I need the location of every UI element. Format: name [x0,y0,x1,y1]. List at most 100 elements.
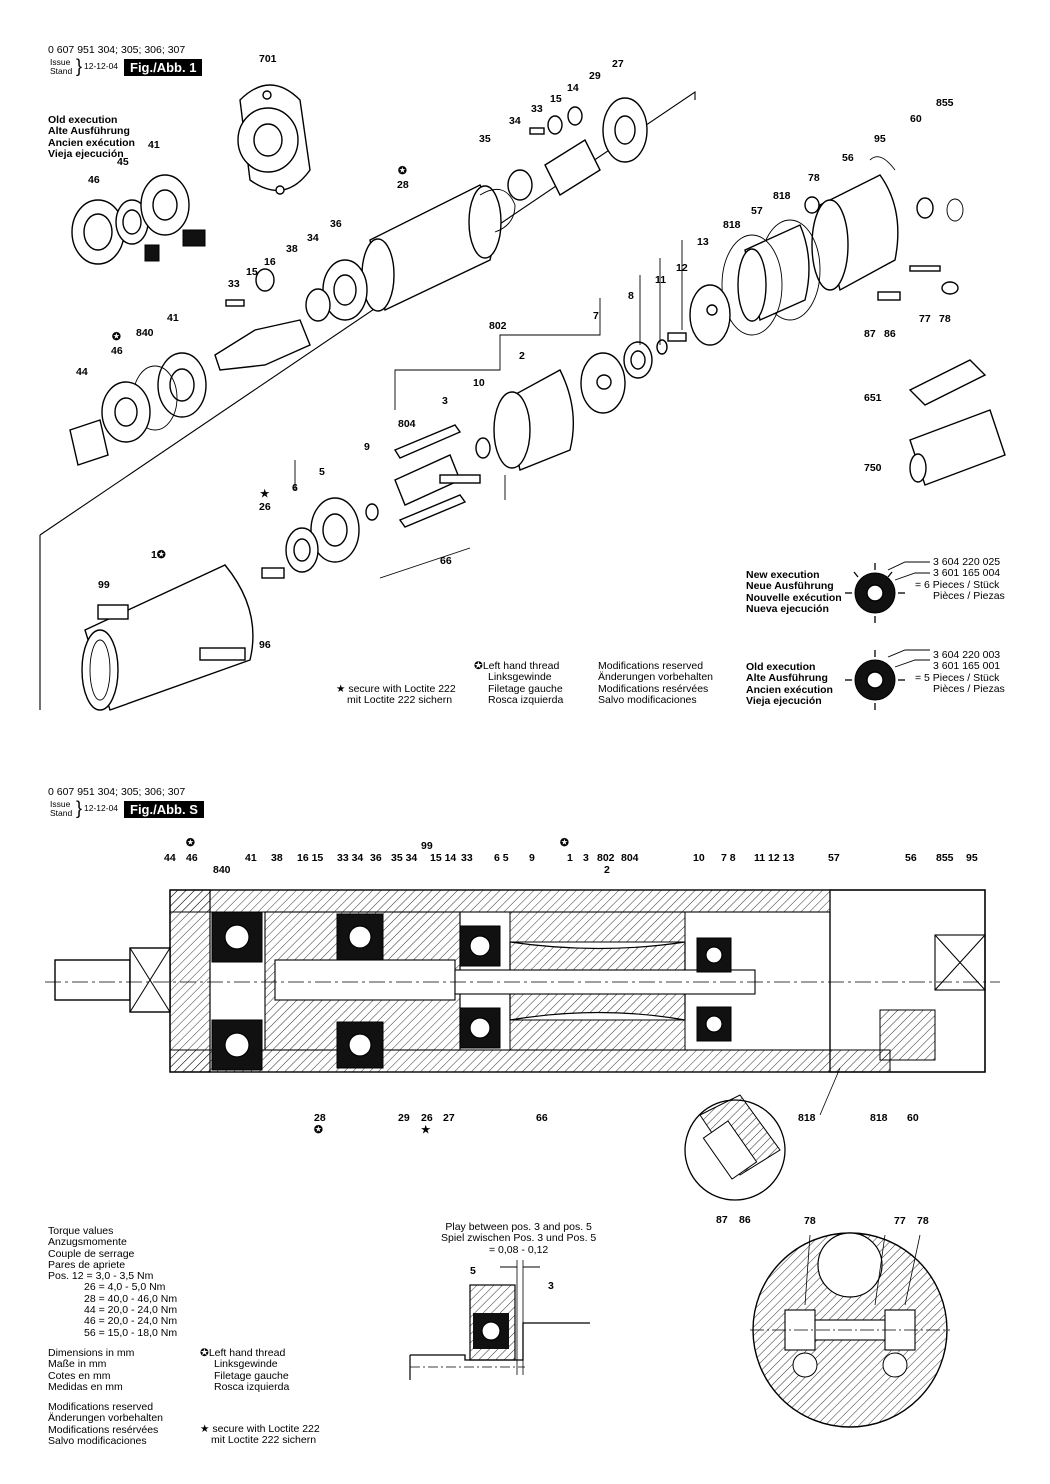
sec-label-33-34: 33 34 [337,852,364,864]
label-41: 41 [148,139,160,151]
sec-label-7-8: 7 8 [721,852,736,864]
part-701-flange [237,84,311,195]
label-78: 78 [808,172,820,184]
brace: } [76,56,83,76]
label-15: 15 [550,93,562,105]
sec-label-36: 36 [370,852,382,864]
label-11: 11 [655,274,667,286]
sec-label-28: 28 [314,1112,326,1124]
legend-modifications: Modifications reserved Änderungen vorbeh… [598,660,714,706]
label-44: 44 [76,366,88,378]
label-34b: 34 [307,232,319,244]
sec-label-86: 86 [739,1214,751,1226]
star-icon: ★ [336,683,349,695]
sec-label-1: 1 [567,852,573,864]
label-56: 56 [842,152,854,164]
label-818: 818 [773,190,791,202]
play-label-3: 3 [548,1280,554,1292]
play-detail-drawing [409,1260,590,1380]
label-27: 27 [612,58,624,70]
sec-label-60: 60 [907,1112,919,1124]
issue-label-2: Issue [50,799,71,809]
label-99: 99 [98,579,110,591]
left-thread-icon: ✪ [474,660,483,672]
label-840: 840 [136,327,154,339]
star-46: ✪ [186,837,195,849]
new-execution-text: New execution Neue Ausführung Nouvelle e… [746,569,842,615]
sec-label-16-15: 16 15 [297,852,324,864]
figure-tag-2: Fig./Abb. S [124,801,204,818]
label-6: 6 [292,482,298,494]
label-10: 10 [473,377,485,389]
sec-label-2: 2 [604,864,610,876]
sec-label-10: 10 [693,852,705,864]
label-701: 701 [259,53,277,65]
sec-label-3: 3 [583,852,589,864]
legend-left-thread: ✪Left hand thread Linksgewinde Filetage … [474,660,564,706]
sec-label-11-12-13: 11 12 13 [754,852,795,864]
label-33: 33 [531,103,543,115]
label-28: 28 [397,179,409,191]
sec-label-87: 87 [716,1214,728,1226]
detail-label-77: 77 [894,1215,906,1227]
sec-label-99: 99 [421,840,433,852]
dimensions-note: Dimensions in mm Maße in mm Cotes en mm … [48,1347,135,1393]
left-thread-icon-2: ✪ [200,1347,209,1359]
new-execution-parts: 3 604 220 025 3 601 165 004 = 6 Pieces /… [915,556,1005,602]
modifications-note: Modifications reserved Änderungen vorbeh… [48,1401,164,1447]
label-36: 36 [330,218,342,230]
label-45: 45 [117,156,129,168]
label-57: 57 [751,205,763,217]
label-855: 855 [936,97,954,109]
label-2: 2 [519,350,525,362]
sec-label-33: 33 [461,852,473,864]
star-icon-2: ★ [200,1423,213,1435]
new-execution-rosette [845,561,930,623]
star-28: ✪ [314,1124,323,1136]
play-label-5: 5 [470,1265,476,1277]
figure-tag: Fig./Abb. 1 [124,59,203,76]
label-96: 96 [259,639,271,651]
cross-section-drawing [750,1232,950,1428]
sec-label-38: 38 [271,852,283,864]
issue-date: 12-12-04 [84,61,119,71]
label-13: 13 [697,236,709,248]
sec-label-26: 26 [421,1112,433,1124]
label-86: 86 [884,328,896,340]
label-87: 87 [864,328,876,340]
sec-label-9: 9 [529,852,535,864]
loctite-star: ★ [260,488,270,500]
label-3: 3 [442,395,448,407]
label-33b: 33 [228,278,240,290]
label-802: 802 [489,320,507,332]
old-execution-text: Old execution Alte Ausführung Ancien exé… [746,661,833,707]
sec-label-29: 29 [398,1112,410,1124]
label-16: 16 [264,256,276,268]
label-8: 8 [628,290,634,302]
label-95: 95 [874,133,886,145]
label-750: 750 [864,462,882,474]
sec-label-44: 44 [164,852,176,864]
sec-label-35-34: 35 34 [391,852,418,864]
stand-label: Stand [50,66,73,76]
stand-label-2: Stand [50,808,73,818]
exploded-view-drawing [39,84,1006,711]
label-651: 651 [864,392,882,404]
sec-label-802: 802 [597,852,615,864]
old-execution-rosette [845,649,930,710]
legend-loctite-2: ★ secure with Loctite 222 mit Loctite 22… [200,1423,320,1447]
part-numbers-header-2: 0 607 951 304; 305; 306; 307 [48,786,186,798]
label-7: 7 [593,310,599,322]
sec-label-804: 804 [621,852,639,864]
label-12: 12 [676,262,688,274]
label-46: 46 [88,174,100,186]
label-38: 38 [286,243,298,255]
issue-label: Issue [50,57,71,67]
sec-label-66: 66 [536,1112,548,1124]
sec-label-57: 57 [828,852,840,864]
label-46b: 46 [111,345,123,357]
old-execution-parts: 3 604 220 003 3 601 165 001 = 5 Pieces /… [915,649,1005,695]
label-804: 804 [398,418,416,430]
sec-label-15-14: 15 14 [430,852,457,864]
sec-label-95: 95 [966,852,978,864]
